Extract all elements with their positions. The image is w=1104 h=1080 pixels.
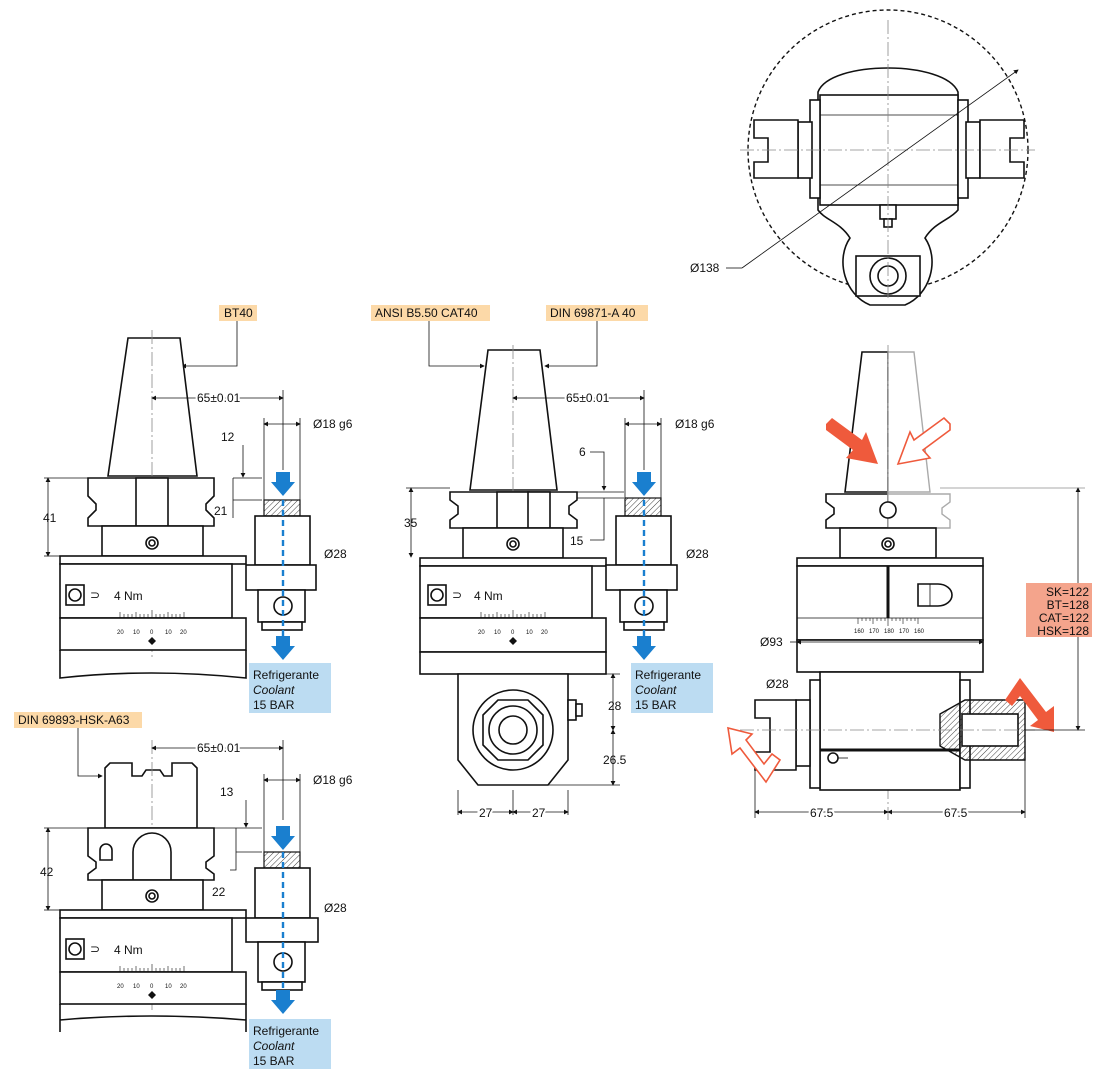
cat40-label: ANSI B5.50 CAT40 [375,306,478,320]
dimension-label: Ø138 [690,261,720,275]
dimension-label: 170 [869,629,880,635]
dimension-label: Ø18 g6 [675,417,715,431]
dimension-label: 42 [40,865,54,879]
dimension-label: 20 [180,984,187,990]
dimension-label: 10 [165,984,172,990]
dimension-label: 20 [541,630,548,636]
dimension-label: 15 [570,534,584,548]
coolant-label: Refrigerante Coolant 15 BAR [631,663,713,713]
dimension-label: 27 [479,806,493,820]
rotation-arrow-outline-icon [896,416,951,466]
dimension-label: 65±0.01 [197,741,241,755]
taper-shank [107,337,198,477]
dimension-label: 20 [117,630,124,636]
bt40-label-bg [219,305,257,321]
dimension-label: 67.5 [944,806,968,820]
dimension-label: Ø28 [324,901,347,915]
dimension-label: 10 [165,630,172,636]
dimension-label: 20 [478,630,485,636]
bt40-label: BT40 [224,306,253,320]
dimension-label: Refrigerante [635,668,701,682]
coolant-out-arrow-icon [271,636,295,660]
dimension-label: 20 [180,630,187,636]
dimension-label: 21 [214,504,228,518]
coolant-label: Refrigerante Coolant 15 BAR [249,663,331,713]
dimension-label: Ø18 g6 [313,417,353,431]
dimension-label: Refrigerante [253,1024,319,1038]
dimension-label: 4 Nm [114,943,143,957]
dimension-label: 10 [133,984,140,990]
angle-scale: 20 10 0 10 20 [117,610,187,645]
adapter-body [59,563,233,619]
dimension-label: Coolant [635,683,677,697]
dimension-label: 67.5 [810,806,834,820]
dimension-label: 12 [221,430,235,444]
svg-text:⊃: ⊃ [452,588,462,602]
dimension-label: 180 [884,629,895,635]
dimension-label: 0 [150,630,154,636]
dimension-label: 10 [526,630,533,636]
angle-scale: 160 170 180 170 160 [797,617,983,635]
dimension-label: 22 [212,885,226,899]
dimension-label: 0 [150,984,154,990]
dimension-label: 0 [511,630,515,636]
output-arrow-icon [1005,678,1054,732]
svg-text:⊃: ⊃ [90,588,100,602]
dimension-label: BT=128 [1047,598,1090,612]
output-arrow-outline-icon [727,726,782,784]
dimension-label: 20 [117,984,124,990]
dimension-label: 15 BAR [253,698,295,712]
dimension-label: 10 [494,630,501,636]
dimension-label: Ø18 g6 [313,773,353,787]
dimension-label: 170 [899,629,910,635]
dimension-label: 10 [133,630,140,636]
coolant-in-arrow-icon [271,472,295,496]
dimension-label: 65±0.01 [197,391,241,405]
dimension-label: Ø28 [324,547,347,561]
dimension-label: 65±0.01 [566,391,610,405]
dimension-label: 4 Nm [474,589,503,603]
dimension-label: 26.5 [603,753,627,767]
coolant-label: Refrigerante Coolant 15 BAR [249,1019,331,1069]
dimension-label: HSK=128 [1037,624,1089,638]
bt40-view: BT40 ⊃ 4 Nm 20 10 0 10 20 65±0.01 Ø18 g6 [43,305,353,713]
dimension-label: 28 [608,699,622,713]
height-table: SK=122 BT=128 CAT=122 HSK=128 [1026,583,1092,638]
side-view: 160 170 180 170 160 SK=122 BT=128 CAT=122 HS… [727,345,1092,822]
dimension-label: 15 BAR [635,698,677,712]
angle-scale: 20 10 0 10 20 [478,610,548,645]
plan-view: Ø138 [690,9,1035,306]
dimension-label: Ø93 [760,635,783,649]
dimension-label: Refrigerante [253,668,319,682]
dimension-label: SK=122 [1046,585,1089,599]
angle-scale: 20 10 0 10 20 [117,964,187,999]
dimension-label: Ø28 [686,547,709,561]
dimension-label: 160 [914,629,925,635]
rotation-arrow-icon [826,418,878,464]
svg-text:⊃: ⊃ [90,942,100,956]
dimension-label: Coolant [253,1039,295,1053]
dimension-label: 13 [220,785,234,799]
dimension-label: 27 [532,806,546,820]
dimension-label: 41 [43,511,57,525]
torque-label: 4 Nm [114,589,143,603]
dimension-label: 6 [579,445,586,459]
dimension-label: Ø28 [766,677,789,691]
dimension-label: Coolant [253,683,295,697]
cat40-view: ANSI B5.50 CAT40 DIN 69871-A 40 ⊃ 4 Nm 2… [371,305,715,822]
din69871-label: DIN 69871-A 40 [550,306,636,320]
hsk-view: DIN 69893-HSK-A63 ⊃ 4 Nm 20 10 0 10 20 65±0.… [14,712,353,1069]
hsk-label: DIN 69893-HSK-A63 [18,713,130,727]
dimension-label: 15 BAR [253,1054,295,1068]
dimension-label: CAT=122 [1039,611,1089,625]
dimension-label: 160 [854,629,865,635]
